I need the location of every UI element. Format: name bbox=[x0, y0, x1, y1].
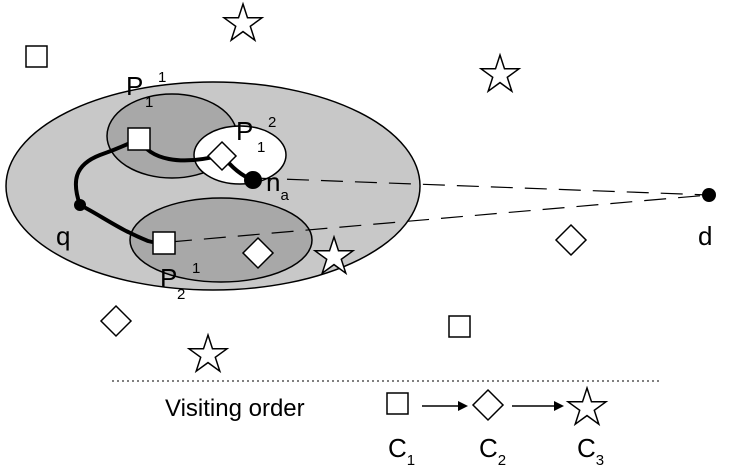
diamond-icon bbox=[241, 236, 275, 270]
ray-p21-to-d bbox=[169, 194, 710, 243]
label-p12-sub: 1 bbox=[257, 139, 265, 156]
diamond-icon bbox=[206, 140, 238, 172]
legend-label-c1: C1 bbox=[388, 433, 415, 469]
diamond-icon bbox=[554, 223, 588, 257]
label-p11: P bbox=[126, 71, 143, 101]
square-icon bbox=[25, 45, 48, 68]
legend-title: Visiting order bbox=[165, 395, 305, 422]
star-icon bbox=[312, 234, 356, 276]
ray-na-to-d bbox=[252, 177, 710, 196]
point-na bbox=[244, 171, 262, 189]
legend-diamond-icon bbox=[471, 388, 505, 422]
legend-label-c3: C3 bbox=[577, 433, 604, 469]
label-p12-sup: 2 bbox=[268, 114, 276, 131]
square-icon bbox=[152, 231, 176, 255]
diamond-icon bbox=[99, 304, 133, 338]
label-p21: P bbox=[160, 263, 177, 293]
point-d bbox=[702, 188, 716, 202]
region-p12 bbox=[193, 125, 287, 185]
legend-star-icon bbox=[565, 385, 609, 427]
square-icon bbox=[127, 127, 151, 151]
label-d: d bbox=[698, 221, 712, 251]
legend-square-icon bbox=[386, 392, 409, 415]
star-icon bbox=[186, 332, 230, 374]
label-q: q bbox=[56, 221, 70, 251]
label-na: na bbox=[266, 167, 289, 204]
legend-label-c2: C2 bbox=[479, 433, 506, 469]
point-q bbox=[74, 199, 86, 211]
region-p21 bbox=[129, 197, 313, 283]
label-p11-sub: 1 bbox=[145, 94, 153, 111]
label-p21-sub: 2 bbox=[177, 286, 185, 303]
label-p12: P bbox=[236, 116, 253, 146]
label-p21-sup: 1 bbox=[192, 260, 200, 277]
square-icon bbox=[448, 315, 471, 338]
star-icon bbox=[221, 1, 265, 43]
star-icon bbox=[478, 52, 522, 94]
label-p11-sup: 1 bbox=[158, 69, 166, 86]
